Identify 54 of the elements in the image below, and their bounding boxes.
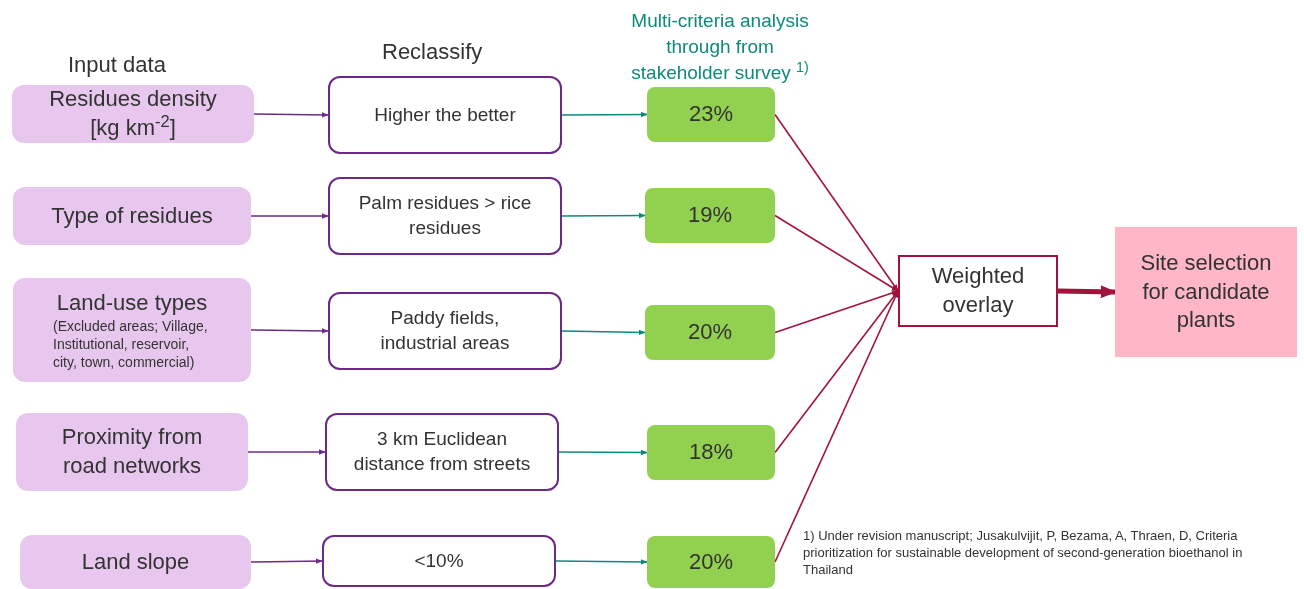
- arrow: [561, 212, 646, 219]
- arrow: [774, 214, 899, 292]
- arrow: [561, 329, 646, 336]
- arrow: [247, 449, 326, 455]
- arrow: [774, 113, 899, 292]
- weight-box: [645, 188, 775, 243]
- arrow: [1057, 285, 1117, 299]
- reclassify-box: [325, 413, 559, 491]
- node-label: Paddy fields, industrial areas: [379, 306, 511, 355]
- arrow: [253, 112, 329, 118]
- column-heading: Input data: [68, 51, 166, 79]
- footnote: 1) Under revision manuscript; Jusakulvijit, P, Bezama, A, Thraen, D, Criteria prioritization for sustainable development of second-generation bioethanol in Thailand: [803, 527, 1244, 578]
- node-label: 20%: [688, 547, 733, 576]
- arrow: [250, 328, 329, 334]
- node-label: Higher the better: [374, 102, 516, 127]
- column-heading: Reclassify: [382, 38, 483, 66]
- node-label: 19%: [687, 201, 732, 230]
- reclassify-box: [328, 292, 562, 370]
- node-label: Proximity from road networks: [60, 423, 204, 480]
- arrow: [561, 111, 648, 118]
- column-heading: Multi-criteria analysis through from stakeholder survey $^{1)}$: [630, 9, 810, 85]
- reclassify-box: [328, 177, 562, 255]
- node-label: <10%: [414, 548, 464, 573]
- node-label: Type of residues: [51, 201, 213, 230]
- weight-box: [647, 536, 775, 588]
- node-label: Land slope: [81, 547, 190, 576]
- arrow: [555, 559, 648, 565]
- reclassify-box: [322, 535, 556, 587]
- node-label: Land-use types: [56, 288, 208, 317]
- arrow: [774, 290, 899, 454]
- input-data-box: [16, 413, 248, 491]
- node-label: 18%: [688, 438, 733, 467]
- arrow: [250, 213, 329, 219]
- node-note: (Excluded areas; Village, Institutional, reservoir, city, town, commercial): [52, 317, 209, 372]
- node-label: Weighted overlay: [930, 262, 1026, 319]
- weight-box: [647, 425, 775, 480]
- node-label: Palm residues > rice residues: [357, 191, 533, 240]
- result-box: [1115, 227, 1297, 357]
- node-label: 20%: [687, 318, 732, 347]
- input-data-box: [13, 187, 251, 245]
- node-label: 23%: [688, 100, 733, 129]
- weight-box: [647, 87, 775, 142]
- arrow: [250, 558, 323, 564]
- node-label: 3 km Euclidean distance from streets: [352, 427, 532, 476]
- node-label: Site selection for candidate plants: [1139, 249, 1273, 335]
- arrow: [774, 290, 899, 334]
- node-label: Residues density [kg km$^{-2}$]: [48, 85, 218, 142]
- arrow: [558, 449, 648, 456]
- overlay-box: [898, 255, 1058, 327]
- input-data-box: [20, 535, 251, 589]
- input-data-box: [13, 278, 251, 382]
- input-data-box: [12, 85, 254, 143]
- reclassify-box: [328, 76, 562, 154]
- weight-box: [645, 305, 775, 360]
